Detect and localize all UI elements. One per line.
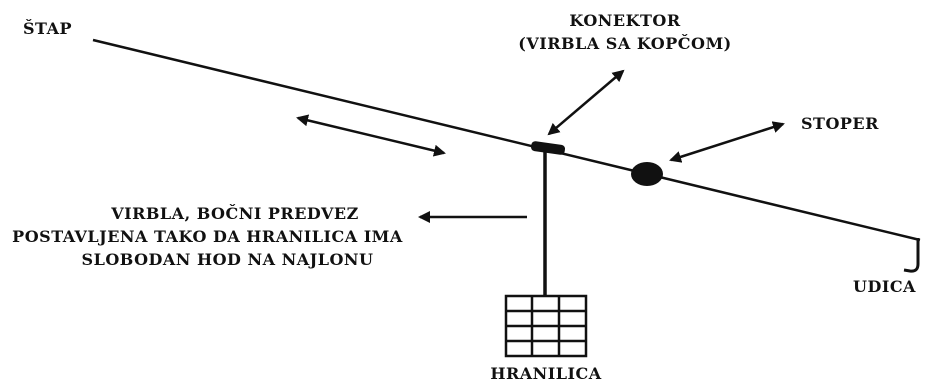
label-stap: ŠTAP: [23, 19, 73, 38]
hook: [903, 238, 920, 273]
stopper-bead: [631, 162, 663, 186]
connector-swivel: [530, 141, 566, 155]
feeder-cage: [504, 294, 588, 358]
label-stoper: STOPER: [801, 114, 879, 133]
label-konektor-detail: (VIRBLA SA KOPČOM): [518, 34, 732, 53]
label-udica: UDICA: [853, 277, 916, 296]
label-konektor: KONEKTOR: [569, 11, 681, 30]
label-hranilica: HRANILICA: [490, 364, 602, 383]
stoper-arrow: [669, 121, 785, 163]
main-line: [92, 38, 921, 242]
label-virbla-line2: POSTAVLJENA TAKO DA HRANILICA IMA: [12, 227, 403, 246]
konektor-arrow: [547, 69, 625, 136]
label-virbla-line3: SLOBODAN HOD NA NAJLONU: [81, 250, 374, 269]
line-direction-arrow: [296, 114, 446, 157]
label-virbla-line1: VIRBLA, BOČNI PREDVEZ: [111, 204, 359, 223]
